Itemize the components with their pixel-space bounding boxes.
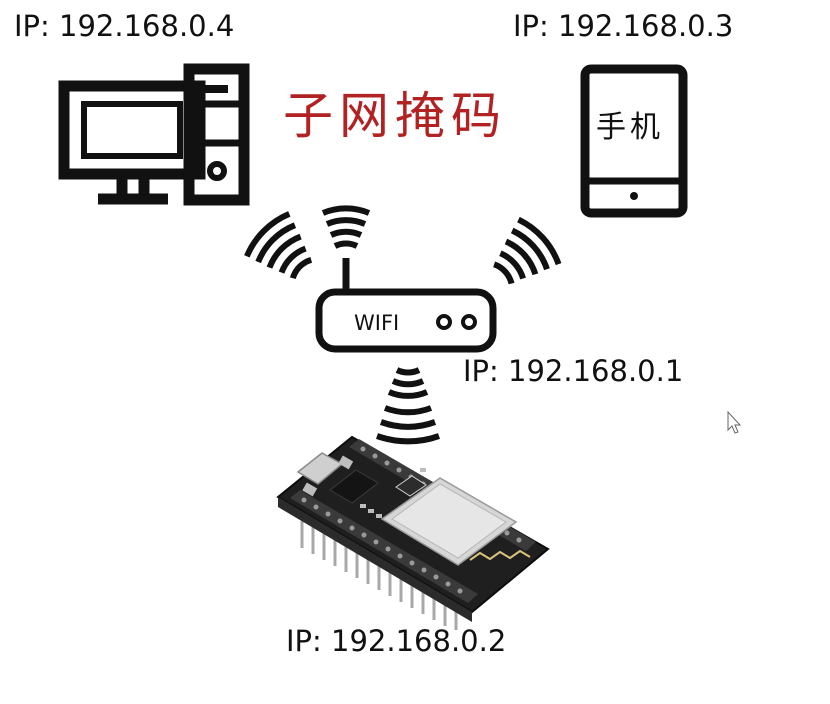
wifi-signal-icon-top [321, 205, 371, 249]
board-ip-label: IP: 192.168.0.2 [286, 624, 506, 658]
usb-serial-chip-icon [329, 469, 379, 504]
phone-screen-label: 手机 [596, 110, 664, 145]
mouse-cursor-icon [727, 410, 742, 434]
router-ip-label: IP: 192.168.0.1 [463, 354, 683, 388]
signal-waves [244, 205, 562, 445]
wifi-signal-icon-left [244, 211, 313, 280]
smd-components [360, 468, 426, 518]
flash-button-icon [302, 482, 318, 497]
wifi-signal-icon-bottom [375, 367, 441, 445]
wifi-router-icon: WIFI [315, 258, 497, 353]
diagram-title: 子网掩码 [283, 87, 507, 145]
pcb-antenna-icon [469, 549, 531, 561]
reset-button-icon [338, 455, 354, 470]
mobile-phone-icon: 手机 [580, 64, 688, 218]
phone-ip-label: IP: 192.168.0.3 [513, 9, 733, 43]
wifi-signal-icon-right [492, 216, 562, 285]
esp8266-board-icon [276, 435, 550, 630]
regulator-icon [395, 475, 427, 497]
router-label: WIFI [354, 311, 399, 335]
desktop-computer-icon [58, 63, 250, 206]
computer-ip-label: IP: 192.168.0.4 [14, 9, 234, 43]
